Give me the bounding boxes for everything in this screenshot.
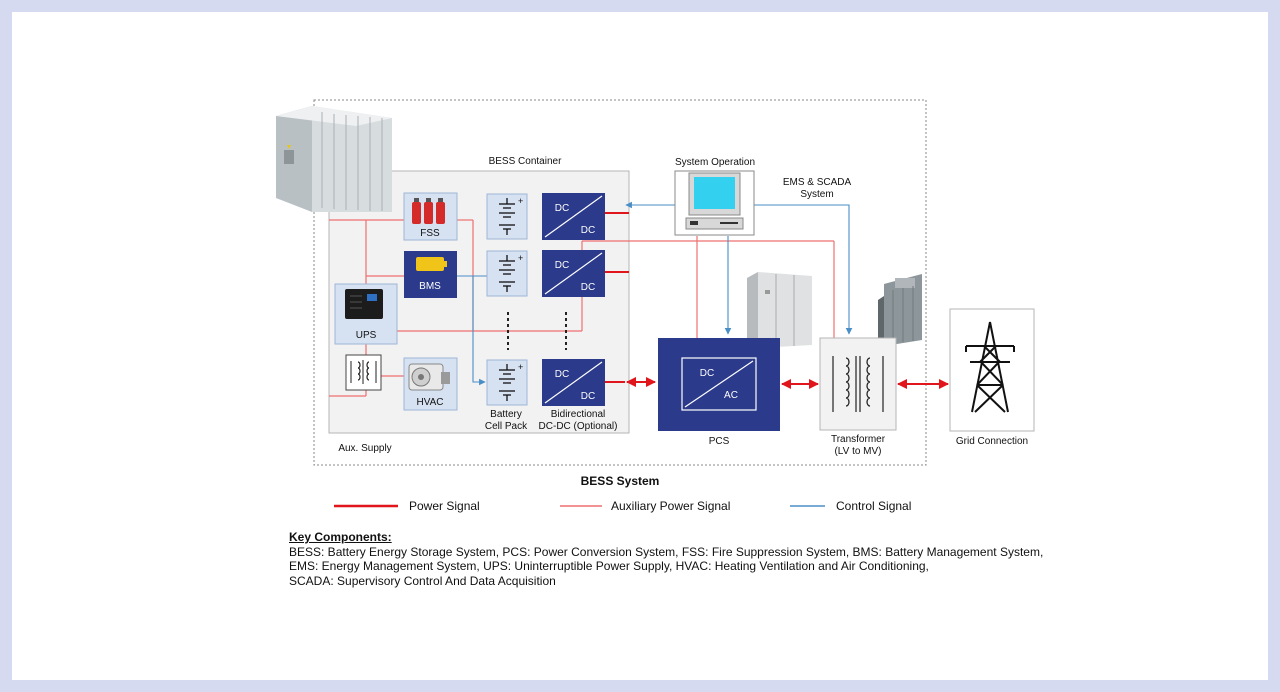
bess-container-title: BESS Container xyxy=(489,156,562,167)
canvas: FSS BMS UPS Aux. Supply xyxy=(12,12,1268,680)
transformer-image xyxy=(878,274,922,346)
dcdc-label-2: DC-DC (Optional) xyxy=(539,421,618,432)
svg-text:+: + xyxy=(518,362,523,372)
pcs-cabinet-image xyxy=(747,272,812,348)
pcs-label: PCS xyxy=(709,436,730,447)
power-wiring xyxy=(605,212,949,389)
svg-text:DC: DC xyxy=(555,203,569,214)
key-components-title: Key Components: xyxy=(289,530,392,544)
legend-control-label: Control Signal xyxy=(836,499,911,513)
bess-system-title: BESS System xyxy=(581,474,660,488)
pcs-block: DC AC xyxy=(658,338,780,431)
svg-text:+: + xyxy=(518,196,523,206)
bms-label: BMS xyxy=(419,281,441,292)
battery-cell-pack-2: + xyxy=(486,250,528,297)
hvac-block: HVAC xyxy=(403,357,458,411)
svg-text:DC: DC xyxy=(555,369,569,380)
transmission-tower-icon xyxy=(965,321,1015,413)
ups-block: UPS xyxy=(334,283,398,345)
svg-text:+: + xyxy=(518,253,523,263)
battery-cell-pack-label-2: Cell Pack xyxy=(485,421,528,432)
svg-text:DC: DC xyxy=(555,260,569,271)
bess-system-boundary xyxy=(313,99,927,466)
air-conditioner-icon xyxy=(408,363,450,391)
ems-scada-label-2: System xyxy=(800,189,833,200)
aux-transformer-icon xyxy=(345,354,382,391)
bms-block: BMS xyxy=(404,251,457,298)
container-image xyxy=(276,106,392,212)
hvac-label: HVAC xyxy=(416,397,443,408)
system-operation-label: System Operation xyxy=(675,157,755,168)
grid-connection-label: Grid Connection xyxy=(956,436,1028,447)
fss-block: FSS xyxy=(403,192,458,241)
key-components-line-2: EMS: Energy Management System, UPS: Unin… xyxy=(289,559,929,573)
svg-text:DC: DC xyxy=(581,282,595,293)
control-wiring xyxy=(457,201,853,386)
fss-label: FSS xyxy=(420,228,440,239)
dcdc-label-1: Bidirectional xyxy=(551,409,605,420)
ups-label: UPS xyxy=(356,330,377,341)
bess-diagram: FSS BMS UPS Aux. Supply xyxy=(276,99,1035,513)
battery-cell-pack-1: + xyxy=(486,193,528,240)
transformer-label-1: Transformer xyxy=(831,434,886,445)
svg-text:AC: AC xyxy=(724,390,738,401)
battery-cell-pack-label-1: Battery xyxy=(490,409,522,420)
key-components-line-1: BESS: Battery Energy Storage System, PCS… xyxy=(289,544,1044,559)
ups-icon xyxy=(345,289,383,319)
svg-text:DC: DC xyxy=(700,368,714,379)
svg-text:DC: DC xyxy=(581,391,595,402)
dcdc-converter-1: DC DC xyxy=(542,193,605,240)
battery-cell-pack-n: + xyxy=(486,359,528,406)
transformer-block xyxy=(819,337,897,431)
key-components-line-3: SCADA: Supervisory Control And Data Acqu… xyxy=(289,573,556,588)
battery-icon xyxy=(416,257,447,271)
fire-extinguisher-icon xyxy=(412,198,445,224)
ems-scada-label-1: EMS & SCADA xyxy=(783,177,852,188)
legend-aux-label: Auxiliary Power Signal xyxy=(611,499,730,513)
key-components: Key Components: BESS: Battery Energy Sto… xyxy=(289,530,1049,588)
legend-power-label: Power Signal xyxy=(409,499,480,513)
dcdc-converter-n: DC DC xyxy=(542,359,605,406)
aux-supply-label: Aux. Supply xyxy=(338,443,391,454)
grid-connection-block xyxy=(949,308,1035,432)
svg-text:DC: DC xyxy=(581,225,595,236)
legend: Power Signal Auxiliary Power Signal Cont… xyxy=(334,499,911,513)
dcdc-converter-2: DC DC xyxy=(542,250,605,297)
transformer-label-2: (LV to MV) xyxy=(834,446,881,457)
computer-icon xyxy=(674,170,755,236)
